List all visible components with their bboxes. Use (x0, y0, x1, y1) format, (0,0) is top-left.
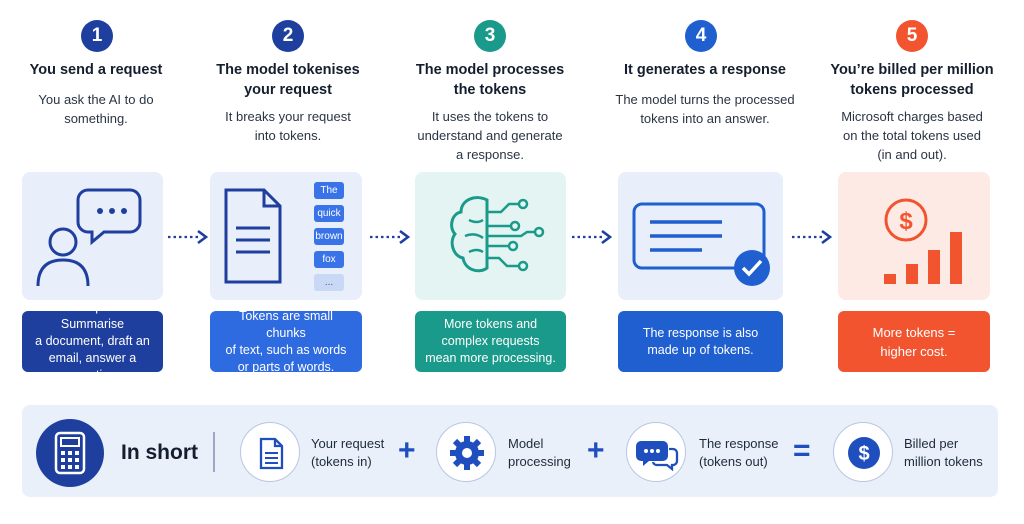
step-2-title-line: your request (244, 82, 332, 98)
token-chip: The (314, 182, 344, 199)
summary-label-line: Your request (311, 436, 385, 451)
step-2-desc-line: It breaks your request (225, 109, 351, 124)
step-5-description: Microsoft charges based on the total tok… (822, 107, 1002, 164)
step-5-title-line: tokens processed (850, 82, 974, 98)
summary-item-response (626, 422, 686, 482)
step-4-note-line: made up of tokens. (647, 342, 754, 357)
step-4-desc-line: tokens into an answer. (640, 111, 770, 126)
response-check-icon (632, 202, 770, 286)
step-1-note-line: a document, draft an (35, 334, 150, 348)
brain-circuit-icon (450, 196, 545, 273)
step-5-desc-line: (in and out). (877, 147, 947, 162)
document-icon (259, 437, 284, 470)
step-3-panel (415, 172, 566, 300)
step-3-number: 3 (474, 20, 506, 52)
calculator-icon (36, 419, 104, 487)
step-3-description: It uses the tokens to understand and gen… (400, 107, 580, 164)
step-4-title: It generates a response (610, 60, 800, 80)
summary-heading: In short (121, 441, 198, 464)
token-chip: ... (314, 274, 344, 291)
step-3-desc-line: understand and generate (417, 128, 563, 143)
step-3-note: More tokens and complex requests mean mo… (415, 311, 566, 372)
step-1-note-line: Examples: Summarise (60, 300, 125, 331)
dollar-icon: $ (848, 437, 880, 469)
summary-item-processing-label: Model processing (508, 435, 571, 471)
summary-label-line: (tokens out) (699, 454, 768, 469)
summary-label-line: Model (508, 436, 544, 451)
step-1-desc-line: You ask the AI to do (38, 92, 154, 107)
step-2-description: It breaks your request into tokens. (198, 107, 378, 145)
svg-text:$: $ (899, 208, 913, 235)
step-2-number: 2 (272, 20, 304, 52)
step-2-title: The model tokenises your request (198, 60, 378, 100)
step-3-note-line: mean more processing. (425, 351, 556, 365)
step-5-note-line: higher cost. (880, 343, 948, 359)
step-1-description: You ask the AI to do something. (6, 90, 186, 128)
step-3-desc-line: It uses the tokens to (431, 109, 549, 124)
step-5-desc-line: Microsoft charges based (841, 109, 983, 124)
step-5-note-line: More tokens = (872, 324, 956, 340)
summary-label-line: million tokens (904, 454, 983, 469)
arrow-right-icon (572, 229, 613, 245)
chat-bubbles-icon (636, 441, 679, 472)
arrow-right-icon (370, 229, 411, 245)
step-2-note-line: of text, such as words (225, 342, 347, 357)
step-4-number: 4 (685, 20, 717, 52)
step-4-note: The response is also made up of tokens. (618, 311, 783, 372)
step-4-note-line: The response is also (642, 325, 759, 340)
step-3-title: The model processes the tokens (400, 60, 580, 100)
step-5-number: 5 (896, 20, 928, 52)
summary-item-processing (436, 422, 496, 482)
summary-label-line: (tokens in) (311, 454, 372, 469)
step-1-note: Examples: Summarise a document, draft an… (22, 300, 163, 382)
step-5-panel: $ (838, 172, 990, 300)
gear-icon (450, 436, 484, 470)
summary-label-line: Billed per (904, 436, 959, 451)
step-1-title: You send a request (6, 60, 186, 80)
step-4-panel (618, 172, 783, 300)
step-1-title-line: You send a request (29, 62, 163, 78)
step-5-note: More tokens = higher cost. (838, 311, 990, 372)
svg-text:$: $ (858, 443, 869, 465)
token-chip: brown (314, 228, 344, 245)
step-5-title-line: You’re billed per million (830, 62, 994, 78)
token-chip: quick (314, 205, 344, 222)
arrow-right-icon (168, 229, 209, 245)
step-4-desc-line: The model turns the processed (615, 92, 795, 107)
step-2-desc-line: into tokens. (254, 128, 322, 143)
step-2-note-line: Tokens are small chunks (239, 308, 333, 340)
step-1-note-line: email, answer a question (48, 351, 137, 382)
summary-divider (213, 432, 215, 472)
summary-label-line: The response (699, 436, 779, 451)
step-3-note-line: complex requests (441, 334, 540, 348)
token-chip: fox (314, 251, 344, 268)
step-2-note: Tokens are small chunks of text, such as… (210, 308, 362, 374)
dollar-bars-icon: $ (884, 198, 962, 284)
user-chat-icon (36, 188, 142, 287)
equals-operator: = (793, 434, 811, 467)
step-3-title-line: the tokens (453, 82, 527, 98)
summary-item-request (240, 422, 300, 482)
step-3-title-line: The model processes (415, 62, 565, 78)
step-3-note-line: More tokens and (443, 317, 538, 331)
summary-item-billing: $ (833, 422, 893, 482)
summary-label-line: processing (508, 454, 571, 469)
document-icon (224, 188, 282, 284)
arrow-right-icon (792, 229, 833, 245)
step-1-number: 1 (81, 20, 113, 52)
plus-operator: + (587, 434, 605, 467)
step-5-desc-line: on the total tokens used (842, 128, 982, 143)
step-4-title-line: It generates a response (624, 62, 786, 78)
plus-operator: + (398, 434, 416, 467)
step-3-desc-line: a response. (456, 147, 524, 162)
step-1-panel (22, 172, 163, 300)
summary-item-billing-label: Billed per million tokens (904, 435, 983, 471)
step-1-desc-line: something. (64, 111, 128, 126)
summary-item-request-label: Your request (tokens in) (311, 435, 384, 471)
step-4-description: The model turns the processed tokens int… (610, 90, 800, 128)
step-2-title-line: The model tokenises (216, 62, 360, 78)
step-5-title: You’re billed per million tokens process… (822, 60, 1002, 100)
step-2-note-line: or parts of words. (237, 359, 335, 374)
summary-item-response-label: The response (tokens out) (699, 435, 779, 471)
